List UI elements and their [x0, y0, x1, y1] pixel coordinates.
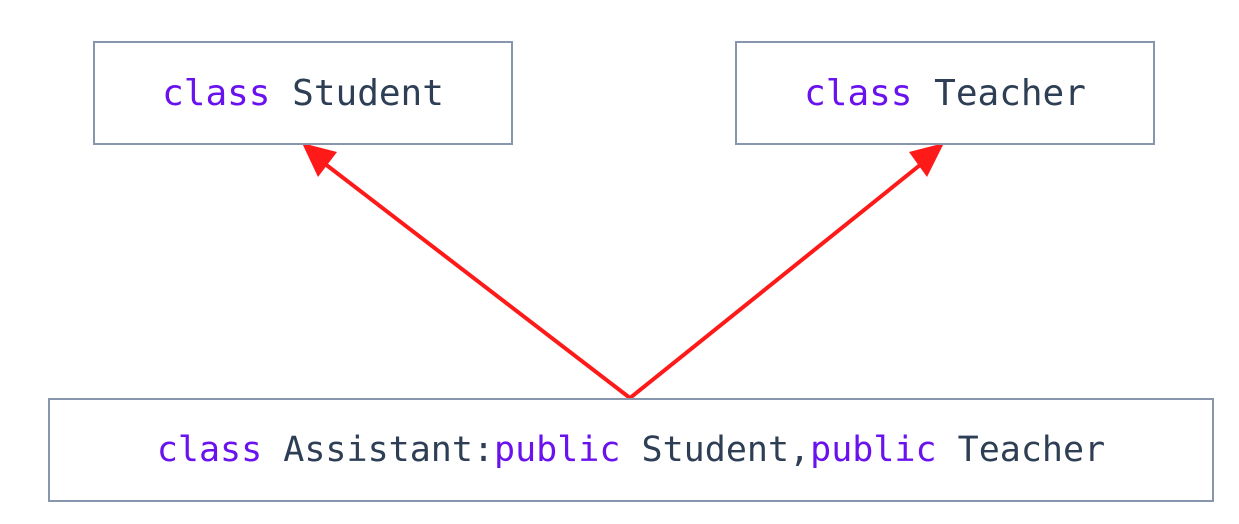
class-keyword: class — [804, 72, 913, 114]
base-separator-comma: , — [789, 430, 811, 470]
assistant-class-box: class Assistant:public Student,public Te… — [48, 398, 1214, 502]
class-name-assistant: Assistant — [283, 430, 473, 470]
inheritance-colon: : — [472, 430, 495, 470]
arrow-to-teacher — [628, 155, 932, 400]
class-name-student: Student — [292, 72, 444, 114]
class-keyword: class — [162, 72, 271, 114]
access-specifier-public-2: public — [810, 430, 937, 470]
class-keyword: class — [156, 430, 263, 470]
teacher-class-box: class Teacher — [735, 41, 1155, 145]
base-class-teacher: Teacher — [957, 430, 1106, 470]
arrowhead-student — [302, 143, 337, 177]
arrow-to-student — [314, 155, 632, 400]
arrowhead-teacher — [909, 143, 944, 177]
student-class-box: class Student — [93, 41, 513, 145]
base-class-student: Student — [641, 430, 790, 470]
access-specifier-public-1: public — [494, 430, 621, 470]
class-name-teacher: Teacher — [934, 72, 1086, 114]
